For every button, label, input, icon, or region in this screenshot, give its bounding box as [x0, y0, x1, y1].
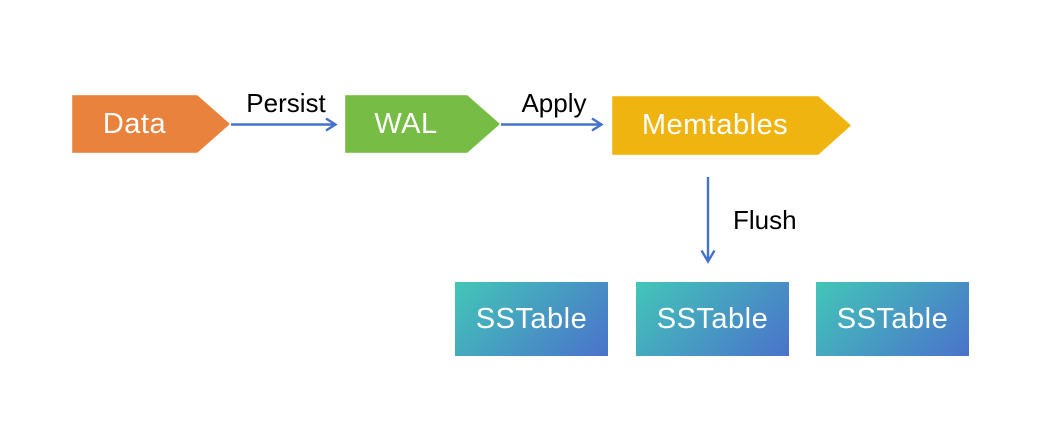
flush-arrow-icon: [700, 177, 716, 264]
node-wal: WAL: [345, 95, 500, 153]
node-data-label: Data: [102, 107, 167, 140]
node-sstable-1: SSTable: [455, 282, 608, 356]
node-memtables: Memtables: [612, 96, 851, 155]
node-wal-label: WAL: [374, 107, 438, 140]
node-data: Data: [72, 95, 230, 153]
node-sstable-2: SSTable: [636, 282, 789, 356]
node-memtables-shape: [612, 96, 851, 155]
edge-persist-label: Persist: [246, 88, 326, 118]
node-memtables-label: Memtables: [641, 109, 789, 141]
edge-apply-label: Apply: [521, 88, 587, 118]
persist-arrow-icon: [231, 117, 338, 132]
node-wal-shape: [345, 95, 500, 153]
node-sstable-3: SSTable: [816, 282, 969, 356]
edge-flush-label: Flush: [733, 205, 797, 235]
node-data-shape: [72, 95, 230, 153]
apply-arrow-icon: [501, 117, 604, 132]
